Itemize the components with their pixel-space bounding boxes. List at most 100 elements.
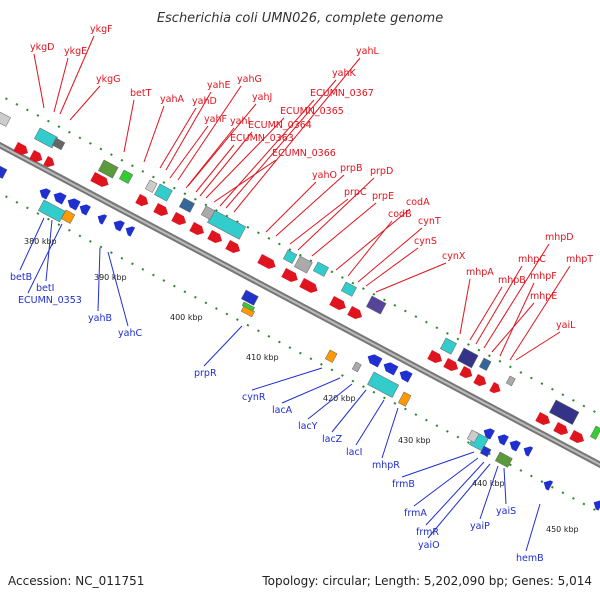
tick-mark <box>15 200 19 204</box>
reverse-gene-arrow <box>125 226 136 237</box>
gene-label-yahg: yahG <box>237 74 262 85</box>
tick-mark <box>68 228 71 232</box>
tick-label: 420 kbp <box>323 394 356 403</box>
gene-label-beti: betI <box>36 283 54 294</box>
tick-mark <box>299 351 302 355</box>
forward-gene-arrow <box>257 254 276 269</box>
tick-mark <box>519 469 523 472</box>
gene-label-mhpd: mhpD <box>545 232 574 243</box>
forward-gene-arrow <box>427 350 443 364</box>
tick-mark <box>362 385 365 389</box>
gene-label-ykgg: ykgG <box>96 74 121 85</box>
reverse-gene-arrow <box>593 500 600 511</box>
gene-label-yahi: yahI <box>230 116 250 127</box>
tick-mark <box>78 136 82 140</box>
gene-label-yail: yaiL <box>556 320 576 331</box>
forward-gene-arrow <box>329 296 346 310</box>
gene-label-ykgd: ykgD <box>30 42 54 53</box>
forward-gene-arrow <box>207 230 223 244</box>
tick-label: 410 kbp <box>246 353 279 362</box>
gene-leader-line <box>525 503 541 552</box>
tick-mark <box>435 326 439 330</box>
gene-feature-box <box>0 111 11 127</box>
gene-leader-line <box>69 85 101 121</box>
gene-label-yahb: yahB <box>88 313 112 324</box>
tick-mark <box>99 147 103 151</box>
gene-leader-line <box>375 262 447 293</box>
gene-label-mhpr: mhpR <box>372 460 400 471</box>
tick-mark <box>425 320 428 324</box>
forward-gene-arrow <box>459 366 473 379</box>
tick-mark <box>257 329 260 333</box>
gene-label-yahj: yahJ <box>252 92 272 103</box>
gene-label-yahl: yahL <box>356 46 379 57</box>
tick-mark <box>530 474 533 478</box>
gene-leader-line <box>427 463 491 539</box>
gene-feature-box <box>549 399 580 425</box>
reverse-gene-arrow <box>399 370 413 383</box>
reverse-gene-arrow <box>367 354 383 368</box>
gene-label-ykgf: ykgF <box>90 24 113 35</box>
tick-mark <box>68 130 71 134</box>
tick-mark <box>236 318 239 322</box>
gene-label-coda: codA <box>406 197 430 208</box>
gene-label-codb: codB <box>388 209 412 220</box>
tick-mark <box>299 253 302 257</box>
tick-mark <box>246 323 250 327</box>
forward-gene-arrow <box>13 142 29 156</box>
gene-leader-line <box>335 208 411 271</box>
tick-mark <box>519 371 523 374</box>
tick-mark <box>236 220 239 224</box>
tick-mark <box>183 192 187 196</box>
gene-label-hemb: hemB <box>516 553 544 564</box>
tick-label: 450 kbp <box>546 525 579 534</box>
tick-mark <box>5 97 8 101</box>
gene-label-lacz: lacZ <box>322 434 343 445</box>
tick-mark <box>194 295 197 299</box>
gene-label-ecumn-0365: ECUMN_0365 <box>280 106 344 117</box>
gene-feature-box <box>367 371 400 398</box>
gene-leader-line <box>165 91 212 171</box>
gene-label-yahf: yahF <box>204 114 227 125</box>
gene-leader-line <box>219 99 315 207</box>
gene-label-yaio: yaiO <box>418 540 440 551</box>
tick-mark <box>215 209 218 212</box>
gene-leader-line <box>233 57 361 213</box>
gene-feature-box <box>154 183 173 202</box>
tick-mark <box>267 237 271 240</box>
reverse-gene-arrow <box>67 198 81 211</box>
tick-mark <box>509 463 512 467</box>
gene-leader-line <box>311 202 377 257</box>
tick-mark <box>393 402 397 405</box>
gene-leader-line <box>401 451 475 478</box>
tick-mark <box>414 315 418 318</box>
gene-leader-line <box>469 286 503 341</box>
forward-gene-arrow <box>347 306 363 320</box>
tick-mark <box>383 298 386 302</box>
tick-mark <box>278 242 281 246</box>
gene-label-mhpa: mhpA <box>466 267 494 278</box>
gene-leader-line <box>483 243 550 349</box>
tick-label: 400 kbp <box>170 313 203 322</box>
tick-mark <box>383 396 386 400</box>
gene-leader-line <box>275 174 345 237</box>
gene-label-mhpt: mhpT <box>566 254 593 265</box>
reverse-gene-arrow <box>39 188 51 200</box>
gene-leader-line <box>459 278 471 335</box>
reverse-gene-arrow <box>497 434 509 446</box>
tick-mark <box>152 175 155 179</box>
gene-leader-line <box>251 367 323 391</box>
tick-mark <box>47 119 50 123</box>
gene-feature-box <box>282 249 298 264</box>
gene-label-lacy: lacY <box>298 421 318 432</box>
gene-feature-box <box>51 137 66 151</box>
tick-label: 380 kbp <box>24 237 57 246</box>
tick-mark <box>120 256 124 260</box>
gene-label-ecumn-0367: ECUMN_0367 <box>310 88 374 99</box>
tick-mark <box>467 441 470 444</box>
tick-mark <box>288 248 292 251</box>
tick-mark <box>393 304 397 307</box>
gene-label-prpb: prpB <box>340 163 362 174</box>
gene-leader-line <box>509 265 571 361</box>
